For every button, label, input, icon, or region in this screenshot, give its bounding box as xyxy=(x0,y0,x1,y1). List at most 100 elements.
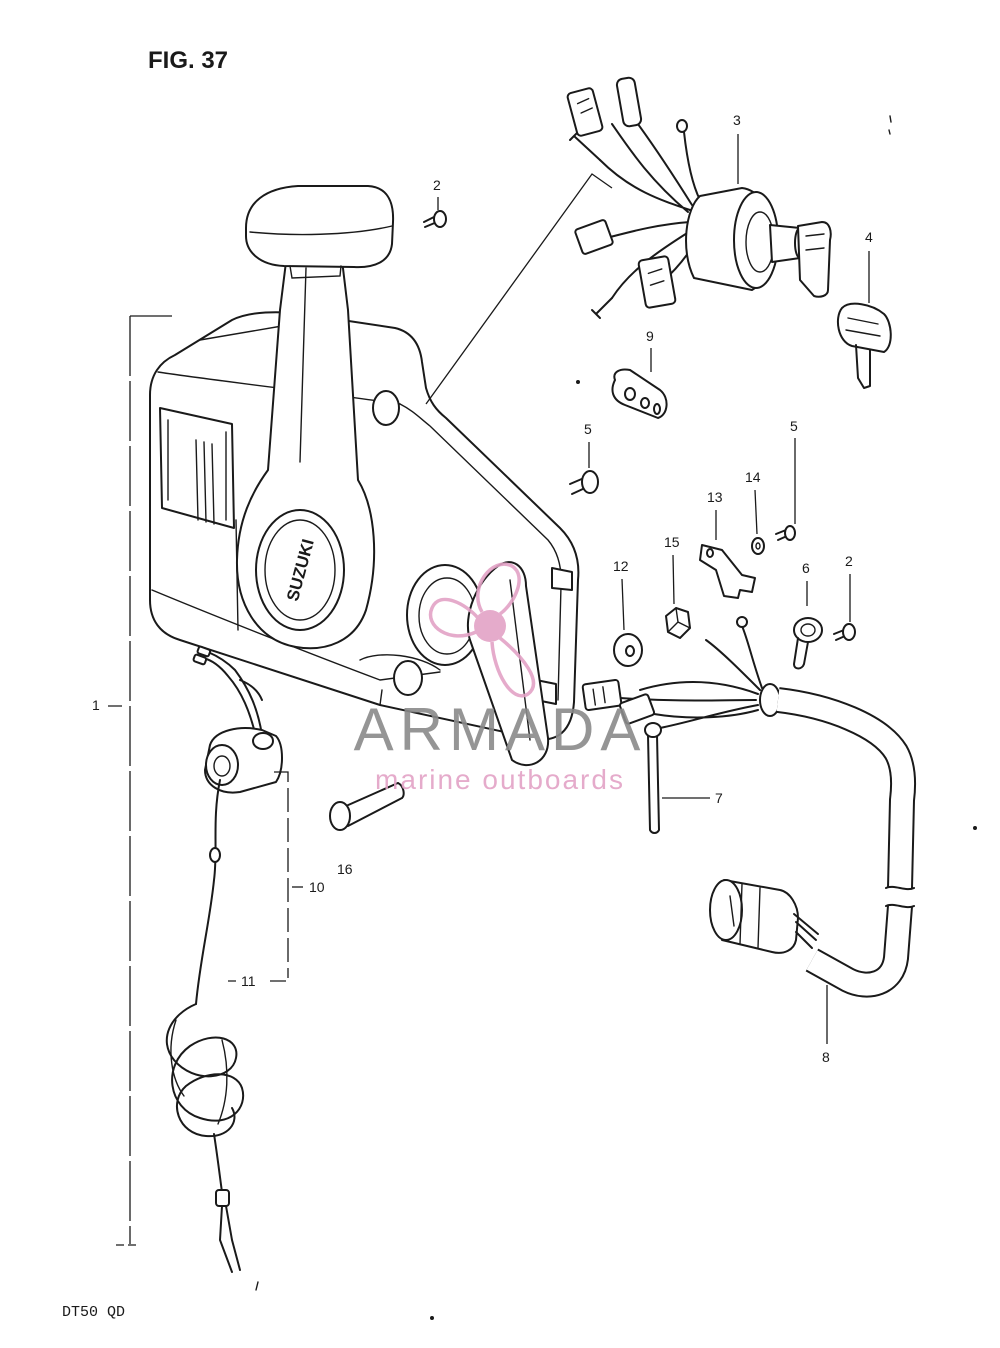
leader-control-box-ticks xyxy=(108,315,172,1246)
housing-switch-hole xyxy=(372,390,400,426)
leader-lines xyxy=(108,134,870,1246)
key-blade xyxy=(855,344,871,389)
harness-connector xyxy=(709,879,819,954)
plate-body xyxy=(611,368,668,419)
connector-pins xyxy=(793,913,819,949)
switch-plate xyxy=(611,368,668,419)
harness-wires xyxy=(619,625,763,729)
switch-wires xyxy=(599,115,701,299)
stop-switch-cap xyxy=(252,732,274,750)
lever-arm-line xyxy=(299,267,307,463)
washer-inner xyxy=(625,645,635,657)
switch-connector-d-detail xyxy=(647,268,665,286)
watermark-brand: ARMADA xyxy=(354,696,647,763)
leader-stop-switch xyxy=(274,771,289,978)
callout-washer-small: 14 xyxy=(745,469,761,485)
key-head xyxy=(836,302,892,353)
screw-head xyxy=(581,470,599,494)
watermark: ARMADA marine outboards xyxy=(354,562,647,795)
washer-outer xyxy=(613,633,643,667)
switch-terminal-small xyxy=(569,131,601,161)
switch-connector-a-detail xyxy=(576,97,593,114)
lever-emblem-outer xyxy=(255,509,345,631)
lanyard-knot xyxy=(209,847,221,863)
screw-right xyxy=(775,525,796,541)
nut-hex xyxy=(665,607,691,639)
harness-connector-block-detail xyxy=(592,686,606,706)
stop-switch-wires xyxy=(202,651,263,738)
screw-head xyxy=(784,525,796,541)
figure-title: FIG. 37 xyxy=(148,47,228,74)
watermark-propeller-logo xyxy=(428,562,536,698)
pin-shaft xyxy=(647,734,660,834)
switch-terminal-lower xyxy=(591,297,613,319)
stop-switch-terminal xyxy=(192,653,208,666)
bolt-shaft xyxy=(345,782,405,827)
leader-washer-small xyxy=(754,489,758,535)
lever-emblem-inner xyxy=(264,519,336,621)
callout-labels: 3 2 4 9 5 5 14 13 15 12 6 2 1 7 16 10 11… xyxy=(92,112,873,1065)
throttle-arm-line xyxy=(509,579,531,741)
speck xyxy=(430,1316,434,1320)
speck xyxy=(888,115,892,135)
switch-key-detail xyxy=(805,233,825,251)
stop-switch-face xyxy=(205,744,239,786)
bolt xyxy=(329,782,405,831)
lever-handle xyxy=(245,185,395,269)
callout-pin: 7 xyxy=(715,790,723,806)
harness-tube-upper-fill xyxy=(776,689,915,889)
bracket-body xyxy=(699,544,756,599)
propeller-blade xyxy=(428,597,480,638)
callout-clip: 6 xyxy=(802,560,810,576)
housing-mount-hole-left xyxy=(393,660,423,696)
callout-screw-middle: 5 xyxy=(584,421,592,437)
clip xyxy=(793,617,823,670)
lanyard-coil xyxy=(165,1003,245,1138)
propeller-hub xyxy=(474,610,506,642)
lanyard-cord xyxy=(195,779,221,1005)
ignition-key xyxy=(836,302,892,389)
callout-lanyard: 11 xyxy=(241,973,256,989)
bracket xyxy=(699,544,756,599)
bracket-hole xyxy=(706,548,714,558)
harness-tube-lower-fill xyxy=(806,905,911,996)
propeller-blade xyxy=(490,636,536,698)
washer-inner xyxy=(755,542,761,550)
nut xyxy=(665,607,691,639)
leader-washer-large xyxy=(621,578,625,631)
pin-head xyxy=(644,722,662,738)
speck xyxy=(973,826,977,830)
harness-connector-small xyxy=(618,693,656,725)
ignition-switch xyxy=(566,76,832,319)
callout-stop-switch: 10 xyxy=(309,879,325,895)
lever-handle-edge xyxy=(249,225,393,236)
stop-switch-terminal xyxy=(196,645,212,658)
plate-hole xyxy=(640,397,650,409)
watermark-tagline: marine outboards xyxy=(375,764,625,795)
callout-washer-large: 12 xyxy=(613,558,629,574)
callout-control-box: 1 xyxy=(92,697,100,713)
harness-tube-break xyxy=(885,885,915,909)
connector-face xyxy=(709,879,743,941)
housing-lower-edge xyxy=(151,589,441,681)
callout-harness: 8 xyxy=(822,1049,830,1065)
screw-head xyxy=(842,623,856,641)
washer-outer xyxy=(751,537,765,555)
housing-side-notch xyxy=(551,567,573,591)
scan-specks xyxy=(255,115,977,1320)
leader-housing-to-switch xyxy=(425,173,613,405)
screw-upper xyxy=(423,210,447,228)
plate-hole xyxy=(624,387,636,401)
callout-nut: 15 xyxy=(664,534,680,550)
pin xyxy=(644,722,662,834)
switch-connector-b xyxy=(615,76,643,128)
callout-plate: 9 xyxy=(646,328,654,344)
plate-hole xyxy=(653,403,661,415)
stop-switch xyxy=(192,645,283,794)
housing-top-edge xyxy=(157,371,401,405)
stop-switch-face-inner xyxy=(213,755,231,777)
callout-bolt: 16 xyxy=(337,861,353,877)
propeller-blade xyxy=(476,562,521,616)
harness-connector-block xyxy=(581,679,623,711)
